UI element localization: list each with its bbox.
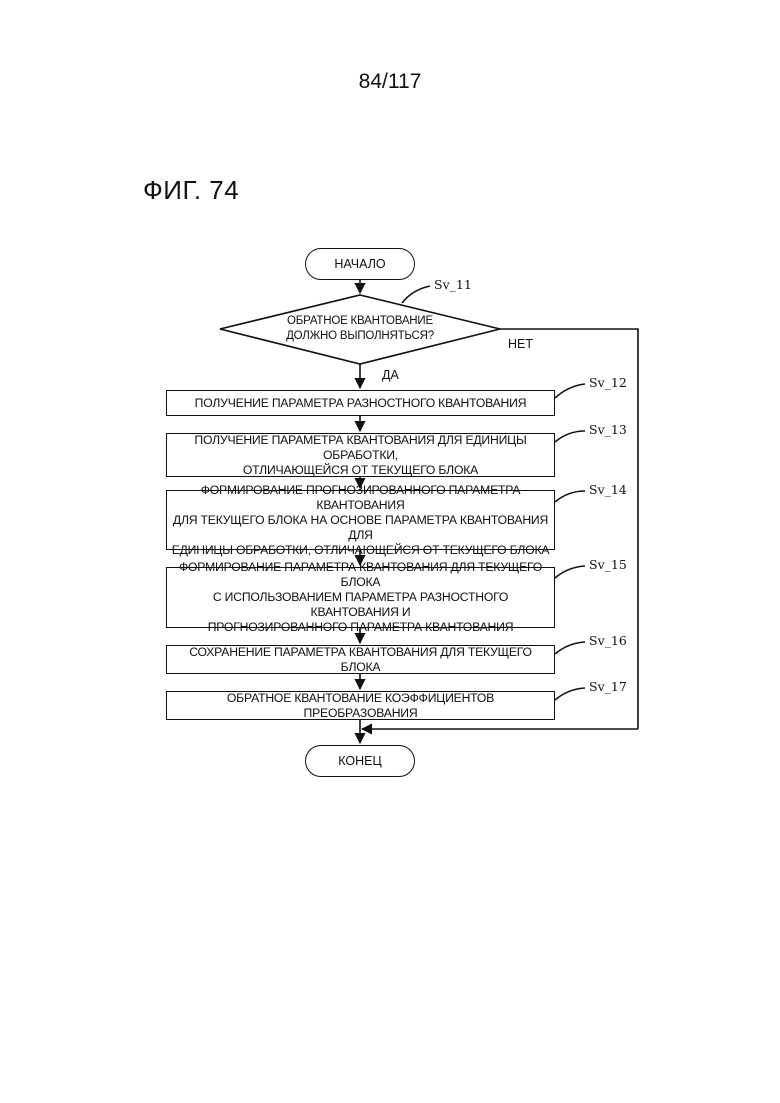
process-box-sv13: ПОЛУЧЕНИЕ ПАРАМЕТРА КВАНТОВАНИЯ ДЛЯ ЕДИН… — [166, 433, 555, 477]
process-sv15-line-3: ПРОГНОЗИРОВАННОГО ПАРАМЕТРА КВАНТОВАНИЯ — [208, 620, 514, 635]
leader-sv17 — [555, 688, 585, 700]
process-sv12-line-1: ПОЛУЧЕНИЕ ПАРАМЕТРА РАЗНОСТНОГО КВАНТОВА… — [195, 396, 527, 411]
branch-label-no: НЕТ — [508, 337, 533, 351]
branch-label-yes: ДА — [382, 368, 399, 382]
process-sv17-line-1: ОБРАТНОЕ КВАНТОВАНИЕ КОЭФФИЦИЕНТОВ ПРЕОБ… — [171, 691, 550, 721]
decision-line-1: ОБРАТНОЕ КВАНТОВАНИЕ — [260, 314, 460, 329]
start-label: НАЧАЛО — [334, 257, 385, 271]
process-sv13-line-2: ОТЛИЧАЮЩЕЙСЯ ОТ ТЕКУЩЕГО БЛОКА — [243, 463, 478, 478]
leader-sv16 — [555, 642, 585, 654]
step-label-sv15: Sv_15 — [589, 557, 627, 572]
start-terminal: НАЧАЛО — [305, 248, 415, 280]
step-label-sv12: Sv_12 — [589, 375, 627, 390]
step-label-sv17: Sv_17 — [589, 679, 627, 694]
process-box-sv14: ФОРМИРОВАНИЕ ПРОГНОЗИРОВАННОГО ПАРАМЕТРА… — [166, 490, 555, 550]
process-sv13-line-1: ПОЛУЧЕНИЕ ПАРАМЕТРА КВАНТОВАНИЯ ДЛЯ ЕДИН… — [171, 433, 550, 463]
process-sv14-line-1: ФОРМИРОВАНИЕ ПРОГНОЗИРОВАННОГО ПАРАМЕТРА… — [171, 483, 550, 513]
decision-line-2: ДОЛЖНО ВЫПОЛНЯТЬСЯ? — [260, 329, 460, 344]
leader-sv15 — [555, 566, 585, 578]
process-sv14-line-3: ЕДИНИЦЫ ОБРАБОТКИ, ОТЛИЧАЮЩЕЙСЯ ОТ ТЕКУЩ… — [172, 543, 550, 558]
end-label: КОНЕЦ — [338, 754, 381, 768]
decision-text: ОБРАТНОЕ КВАНТОВАНИЕ ДОЛЖНО ВЫПОЛНЯТЬСЯ? — [260, 314, 460, 344]
leader-sv11 — [402, 286, 430, 303]
leader-sv14 — [555, 491, 585, 502]
process-sv14-line-2: ДЛЯ ТЕКУЩЕГО БЛОКА НА ОСНОВЕ ПАРАМЕТРА К… — [171, 513, 550, 543]
process-box-sv17: ОБРАТНОЕ КВАНТОВАНИЕ КОЭФФИЦИЕНТОВ ПРЕОБ… — [166, 691, 555, 720]
process-sv15-line-2: С ИСПОЛЬЗОВАНИЕМ ПАРАМЕТРА РАЗНОСТНОГО К… — [171, 590, 550, 620]
process-sv15-line-1: ФОРМИРОВАНИЕ ПАРАМЕТРА КВАНТОВАНИЯ ДЛЯ Т… — [171, 560, 550, 590]
process-box-sv15: ФОРМИРОВАНИЕ ПАРАМЕТРА КВАНТОВАНИЯ ДЛЯ Т… — [166, 567, 555, 628]
process-sv16-line-1: СОХРАНЕНИЕ ПАРАМЕТРА КВАНТОВАНИЯ ДЛЯ ТЕК… — [171, 645, 550, 675]
step-label-sv11: Sv_11 — [434, 277, 472, 292]
end-terminal: КОНЕЦ — [305, 745, 415, 777]
step-label-sv14: Sv_14 — [589, 482, 627, 497]
process-box-sv12: ПОЛУЧЕНИЕ ПАРАМЕТРА РАЗНОСТНОГО КВАНТОВА… — [166, 390, 555, 416]
process-box-sv16: СОХРАНЕНИЕ ПАРАМЕТРА КВАНТОВАНИЯ ДЛЯ ТЕК… — [166, 645, 555, 674]
leader-sv13 — [555, 431, 585, 442]
step-label-sv13: Sv_13 — [589, 422, 627, 437]
step-label-sv16: Sv_16 — [589, 633, 627, 648]
leader-sv12 — [555, 384, 585, 398]
